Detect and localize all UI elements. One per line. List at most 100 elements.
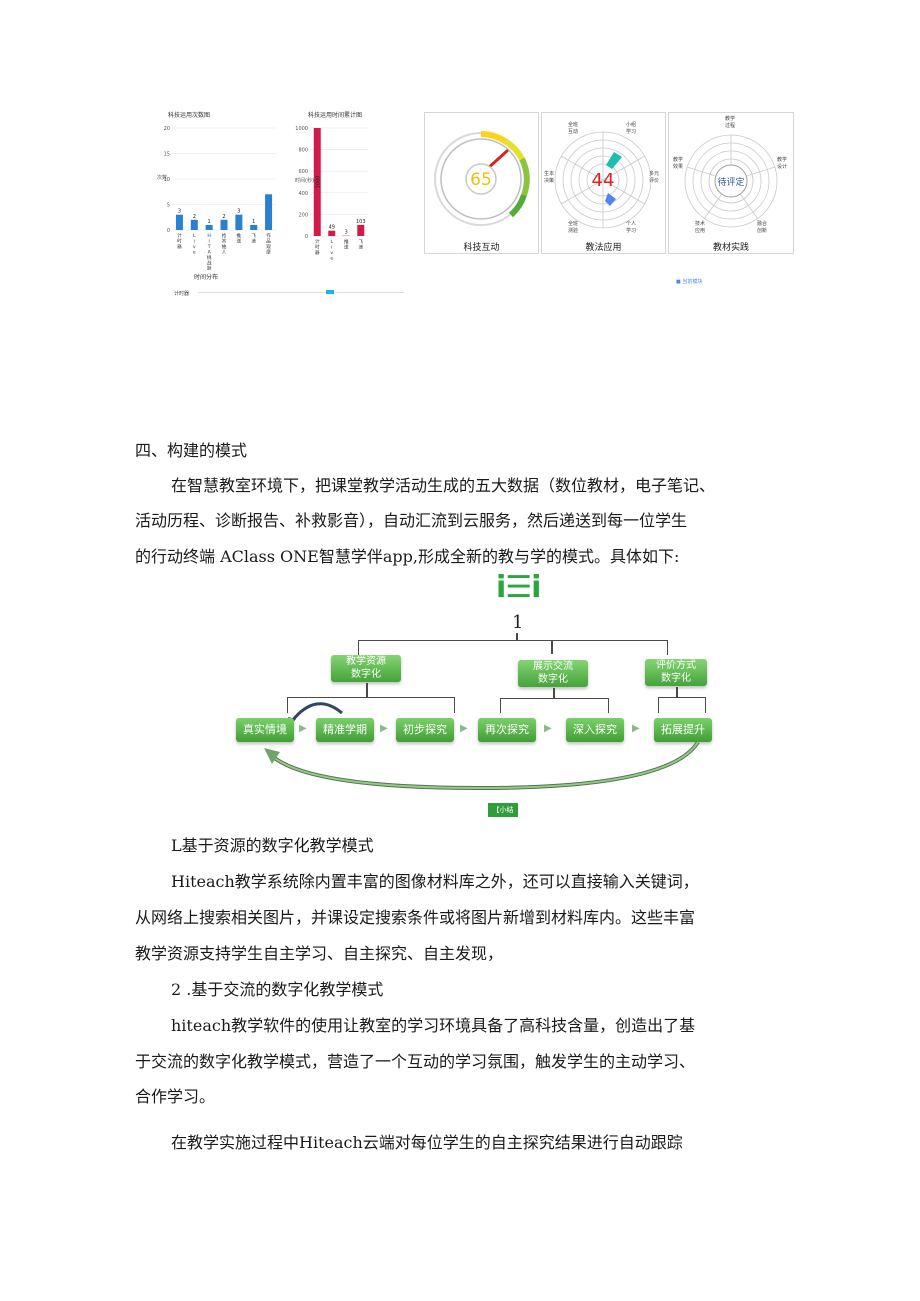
bar xyxy=(175,214,183,230)
y-tick-label: 400 xyxy=(298,191,308,197)
x-tick-label: i xyxy=(331,245,332,251)
radar-label: 小组学习 xyxy=(626,122,637,135)
y-tick-label: 600 xyxy=(298,169,308,175)
flow-step: 再次探究 xyxy=(478,718,536,742)
x-tick-label: 抽 xyxy=(222,243,227,250)
radar-card-method: 44 小组学习 多元评价 个人学习 全班测验 生本决策 全班互动 教法应用 xyxy=(541,112,666,254)
diagram-top-box: 评价方式 数字化 xyxy=(645,659,707,686)
radar-caption: 教材实践 xyxy=(712,243,749,253)
bar xyxy=(190,219,198,230)
paragraph-line: 于交流的数字化教学模式，营造了一个互动的学习氛围，触发学生的主动学习、 xyxy=(135,1052,696,1071)
return-arrow-icon xyxy=(264,740,700,791)
bar xyxy=(357,224,365,236)
x-tick-label: 送 xyxy=(237,238,242,245)
bar-chart-time-plot: 10008006004002000时间(秒)1000计时器49Live3推送10… xyxy=(295,126,368,262)
diagram-top-box-line: 数字化 xyxy=(661,673,691,684)
flow-step: 深入探究 xyxy=(566,718,624,742)
bar-chart-count-plot: 20151050次数3计时器2Live1HiTA挑战题2抢答抽人3推送1飞递作品… xyxy=(157,126,276,271)
radar-label: 个人学习 xyxy=(626,221,637,234)
x-tick-label: 题 xyxy=(207,266,212,271)
arrow-right-icon: ▶ xyxy=(544,723,552,734)
diagram-top-box-line: 数字化 xyxy=(351,669,381,680)
radar-label: 融合创新 xyxy=(757,221,768,234)
x-tick-label: 器 xyxy=(315,250,320,256)
bar xyxy=(313,128,321,236)
subheading: 2 .基于交流的数字化教学模式 xyxy=(171,980,384,999)
x-tick-label: i xyxy=(209,239,210,245)
y-tick-label: 1000 xyxy=(295,126,308,132)
bar xyxy=(328,230,336,236)
x-tick-label: 摩 xyxy=(266,249,271,256)
diagram-top-box-line: 教学资源 xyxy=(346,656,386,667)
radar-label: 教学设计 xyxy=(777,157,788,170)
paragraph-line: hiteach教学软件的使用让教室的学习环境具备了高科技含量，创造出了基 xyxy=(171,1016,696,1035)
paragraph-line: 从网络上搜索相关图片，并课设定搜索条件或将图片新增到材料库内。这些丰富 xyxy=(135,908,696,927)
x-tick-label: 时 xyxy=(315,244,320,251)
x-tick-label: 飞 xyxy=(358,239,363,245)
arrow-right-icon: ▶ xyxy=(632,723,640,734)
radar-caption: 教法应用 xyxy=(585,243,622,253)
paragraph-line: 在教学实施过程中Hiteach云端对每位学生的自主探究结果进行自动跟踪 xyxy=(171,1133,683,1152)
x-tick-label: 器 xyxy=(177,244,182,250)
paragraph-line: 教学资源支持学生自主学习、自主探究、自主发现， xyxy=(135,944,504,963)
gauge-value: 65 xyxy=(470,170,492,190)
sub-bracket xyxy=(500,698,609,713)
y-tick-label: 800 xyxy=(298,148,308,154)
connector-line xyxy=(366,683,368,697)
paragraph-line: 合作学习。 xyxy=(135,1087,216,1106)
y-tick-label: 10 xyxy=(164,177,170,183)
diagram-top-box-line: 数字化 xyxy=(538,674,568,685)
x-tick-label: A xyxy=(208,250,212,256)
y-tick-label: 0 xyxy=(167,228,170,234)
connector-line xyxy=(516,633,518,641)
diagram-number: 1 xyxy=(512,612,524,633)
diagram-top-box-line: 展示交流 xyxy=(533,661,573,672)
x-tick-label: 飞 xyxy=(251,233,256,239)
y-tick-label: 15 xyxy=(164,152,170,158)
x-tick-label: 挑 xyxy=(207,254,212,261)
x-tick-label: i xyxy=(194,239,195,245)
arrow-right-icon: ▶ xyxy=(380,723,388,734)
data-label: 3 xyxy=(237,209,240,215)
data-label: 1000 xyxy=(315,176,321,189)
paragraph-line: 活动历程、诊断报告、补救影音），自动汇流到云服务，然后递送到每一位学生 xyxy=(135,511,688,530)
connector-line xyxy=(553,688,555,698)
x-tick-label: 答 xyxy=(222,238,227,245)
timeline-row-label: 计时器 xyxy=(174,291,190,297)
bar xyxy=(220,219,228,230)
x-tick-label: e xyxy=(193,251,196,256)
y-tick-label: 0 xyxy=(305,234,308,240)
section-heading: 四、构建的模式 xyxy=(135,441,248,460)
data-label: 103 xyxy=(356,219,366,225)
diagram-top-box: 教学资源 数字化 xyxy=(331,655,401,682)
bar xyxy=(265,194,273,230)
data-label: 1 xyxy=(208,219,211,225)
radar-value: 待评定 xyxy=(717,178,745,188)
x-tick-label: 递 xyxy=(251,238,256,245)
diagram-top-box-line: 评价方式 xyxy=(656,660,696,671)
x-tick-label: 观 xyxy=(266,244,271,250)
x-tick-label: e xyxy=(330,257,333,262)
radar-label: 技术应用 xyxy=(695,221,706,234)
radar-chart xyxy=(554,131,652,229)
timeline-track xyxy=(198,292,404,293)
radar-label: 全班测验 xyxy=(568,221,579,234)
radar-label: 教学过程 xyxy=(725,116,736,129)
gauge-caption: 科技互动 xyxy=(463,243,500,253)
x-tick-label: H xyxy=(207,233,210,239)
arrow-right-icon: ▶ xyxy=(299,723,307,734)
bar xyxy=(250,224,258,230)
x-tick-label: 送 xyxy=(344,244,349,251)
connector-line xyxy=(551,640,553,654)
paragraph-line: Hiteach教学系统除内置丰富的图像材料库之外，还可以直接输入关键词， xyxy=(171,872,699,891)
timeline-strip: 时间分布 计时器 xyxy=(168,270,408,300)
x-tick-label: L xyxy=(193,233,196,239)
chart-title: 科技运用次数图 xyxy=(168,112,211,119)
flow-step: 拓展提升 xyxy=(654,718,712,742)
bar xyxy=(235,214,243,230)
x-tick-label: v xyxy=(193,245,196,250)
x-tick-label: 推 xyxy=(344,238,349,245)
radar-label: 全班互动 xyxy=(568,122,579,135)
x-tick-label: 递 xyxy=(358,244,363,251)
